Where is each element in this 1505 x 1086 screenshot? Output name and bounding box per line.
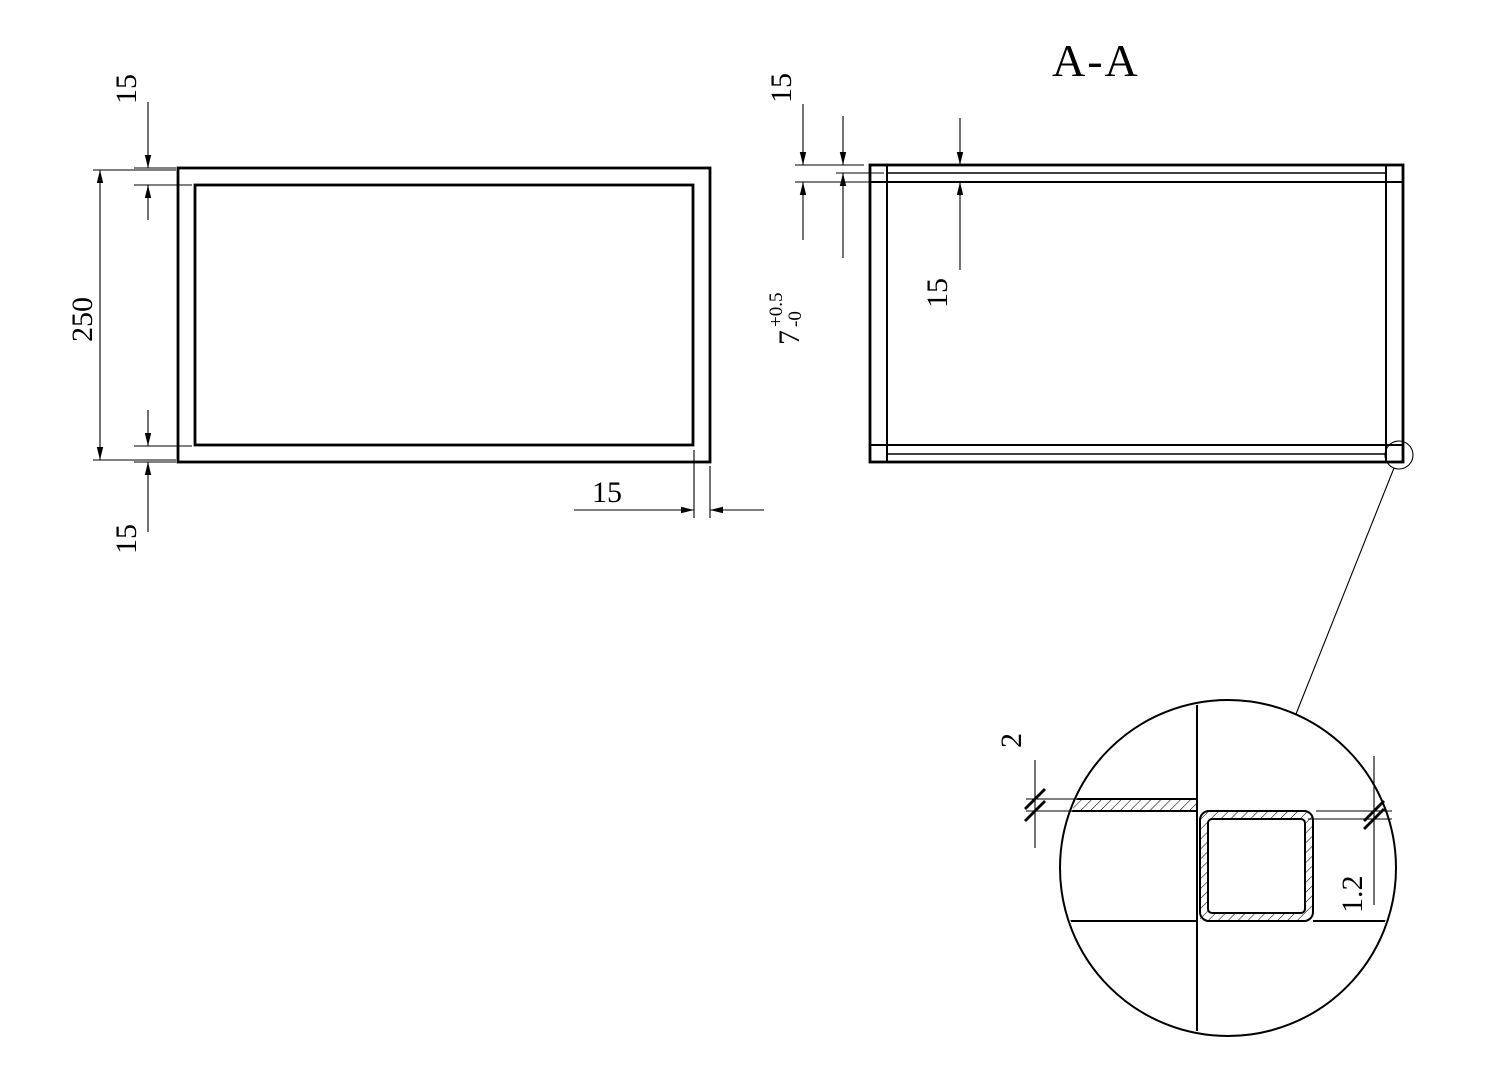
dim-profile-15: 15 [765, 73, 882, 240]
detail-circle [1059, 699, 1397, 1037]
oblique-tick [1363, 808, 1385, 830]
arrowhead [956, 182, 964, 195]
dim-label-top-frame: 15 [110, 74, 143, 104]
detail-leader-line [1295, 467, 1395, 715]
dimension-lines [93, 169, 176, 461]
oblique-tick [1024, 800, 1046, 822]
dimension-lines [574, 450, 764, 518]
arrowhead [144, 185, 152, 198]
arrowhead [681, 506, 694, 514]
arrowhead [96, 170, 104, 183]
section-groove-lines [887, 172, 1386, 455]
oblique-tick [1024, 788, 1046, 810]
front-outer-frame [176, 166, 712, 464]
dimension-lines [1308, 756, 1392, 905]
dim-label-height: 250 [66, 297, 99, 342]
arrowhead [956, 152, 964, 165]
oblique-tick [1363, 800, 1385, 822]
dimension-lines [795, 104, 882, 240]
detail-view: 2 1.2 [995, 699, 1397, 1037]
dim-bottom-frame-15: 15 [110, 410, 192, 554]
dim-label-side-frame: 15 [592, 476, 622, 509]
dimension-lines [836, 116, 884, 258]
detail-geometry [1062, 702, 1394, 1034]
dim-side-frame-15: 15 [574, 450, 764, 518]
dim-label-profile-inner: 15 [921, 278, 954, 308]
section-title: A-A [1052, 35, 1140, 86]
arrowhead [144, 433, 152, 446]
arrowhead [799, 182, 807, 195]
dim-label-wall-thickness: 1.2 [1336, 876, 1369, 914]
arrowhead [144, 155, 152, 168]
detail-indicator-circle [1384, 440, 1414, 470]
dim-groove-depth-7: 7 +0.5 -0 [766, 116, 884, 345]
dim-label-bottom-frame: 15 [110, 524, 143, 554]
arrowhead [144, 462, 152, 475]
dim-height-250: 250 [66, 169, 176, 461]
dim-label-groove-tol-lower: -0 [785, 311, 806, 327]
section-inner-lines [870, 165, 1403, 462]
arrowhead [839, 152, 847, 165]
dim-label-profile: 15 [765, 73, 798, 103]
arrowhead [839, 173, 847, 186]
dimension-lines [134, 410, 192, 532]
detail-indicator [1295, 440, 1414, 715]
dim-profile-inner-15: 15 [921, 118, 964, 308]
arrowhead [710, 506, 723, 514]
dimension-lines [134, 102, 192, 220]
dim-label-groove-tol-upper: +0.5 [766, 293, 787, 327]
front-inner-frame [193, 183, 695, 447]
dim-label-groove-depth: 7 [773, 330, 806, 345]
tube-outer-section [1199, 810, 1314, 922]
dim-top-frame-15: 15 [110, 74, 192, 220]
arrowhead [96, 447, 104, 460]
dim-wall-thickness-1-2: 1.2 [1308, 756, 1392, 913]
section-view: A-A 15 7 +0.5 -0 15 [765, 35, 1414, 715]
front-view: 250 15 15 15 [66, 74, 764, 554]
dim-label-panel-thickness: 2 [995, 733, 1028, 748]
tube-wall-hatch [1200, 811, 1313, 921]
arrowhead [799, 152, 807, 165]
dim-panel-thickness-2: 2 [995, 733, 1080, 848]
glass-panel-hatch [1062, 799, 1197, 811]
tube-inner-section [1207, 818, 1306, 914]
section-outline [868, 163, 1405, 464]
